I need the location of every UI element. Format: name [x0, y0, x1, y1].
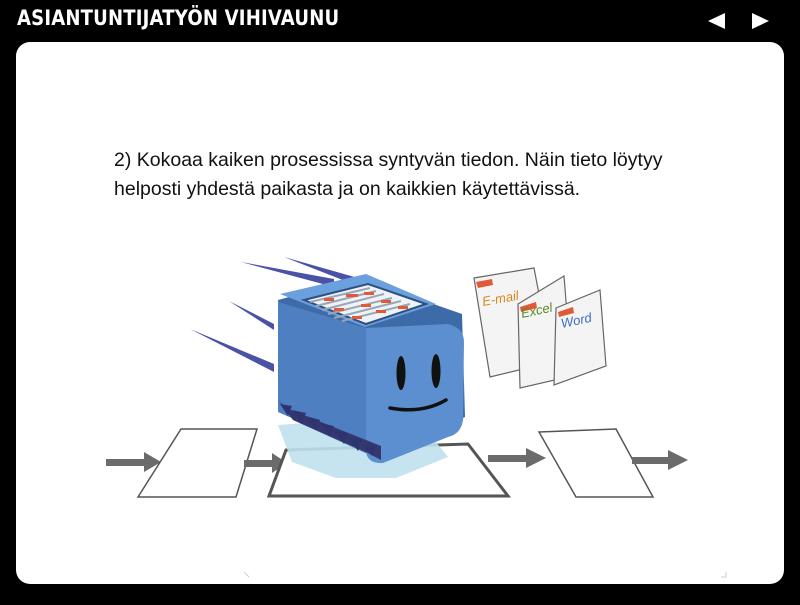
- slide-text-line-1: 2) Kokoaa kaiken prosessissa syntyvän ti…: [114, 149, 663, 171]
- word-document: Word: [553, 289, 607, 386]
- speed-lines: [190, 257, 358, 372]
- output-arrow-2: [632, 450, 688, 470]
- slide-text-line-2: helposti yhdestä paikasta ja on kaikkien…: [114, 178, 581, 200]
- app-title: ASIANTUNTIJATYÖN VIHIVAUNU: [17, 6, 340, 30]
- slide-card: 2) Kokoaa kaiken prosessissa syntyvän ti…: [16, 42, 784, 584]
- corner-mark: [244, 572, 250, 578]
- corner-mark: [721, 572, 727, 578]
- input-paper: [136, 428, 259, 498]
- previous-slide-button[interactable]: [705, 10, 729, 32]
- word-label: Word: [560, 310, 594, 331]
- input-arrow: [106, 452, 161, 472]
- process-illustration: E-mail Excel Word: [106, 257, 688, 498]
- next-slide-button[interactable]: [748, 10, 772, 32]
- filing-machine: [278, 274, 465, 464]
- triangle-left-icon: [708, 13, 725, 29]
- output-arrow-1: [488, 448, 546, 468]
- email-label: E-mail: [481, 288, 521, 309]
- document-stack: E-mail Excel Word: [473, 267, 607, 389]
- slide-text: 2) Kokoaa kaiken prosessissa syntyvän ti…: [114, 146, 754, 204]
- triangle-right-icon: [752, 13, 769, 29]
- tray-arrow: [244, 453, 287, 473]
- excel-label: Excel: [520, 299, 555, 321]
- output-paper: [537, 428, 655, 498]
